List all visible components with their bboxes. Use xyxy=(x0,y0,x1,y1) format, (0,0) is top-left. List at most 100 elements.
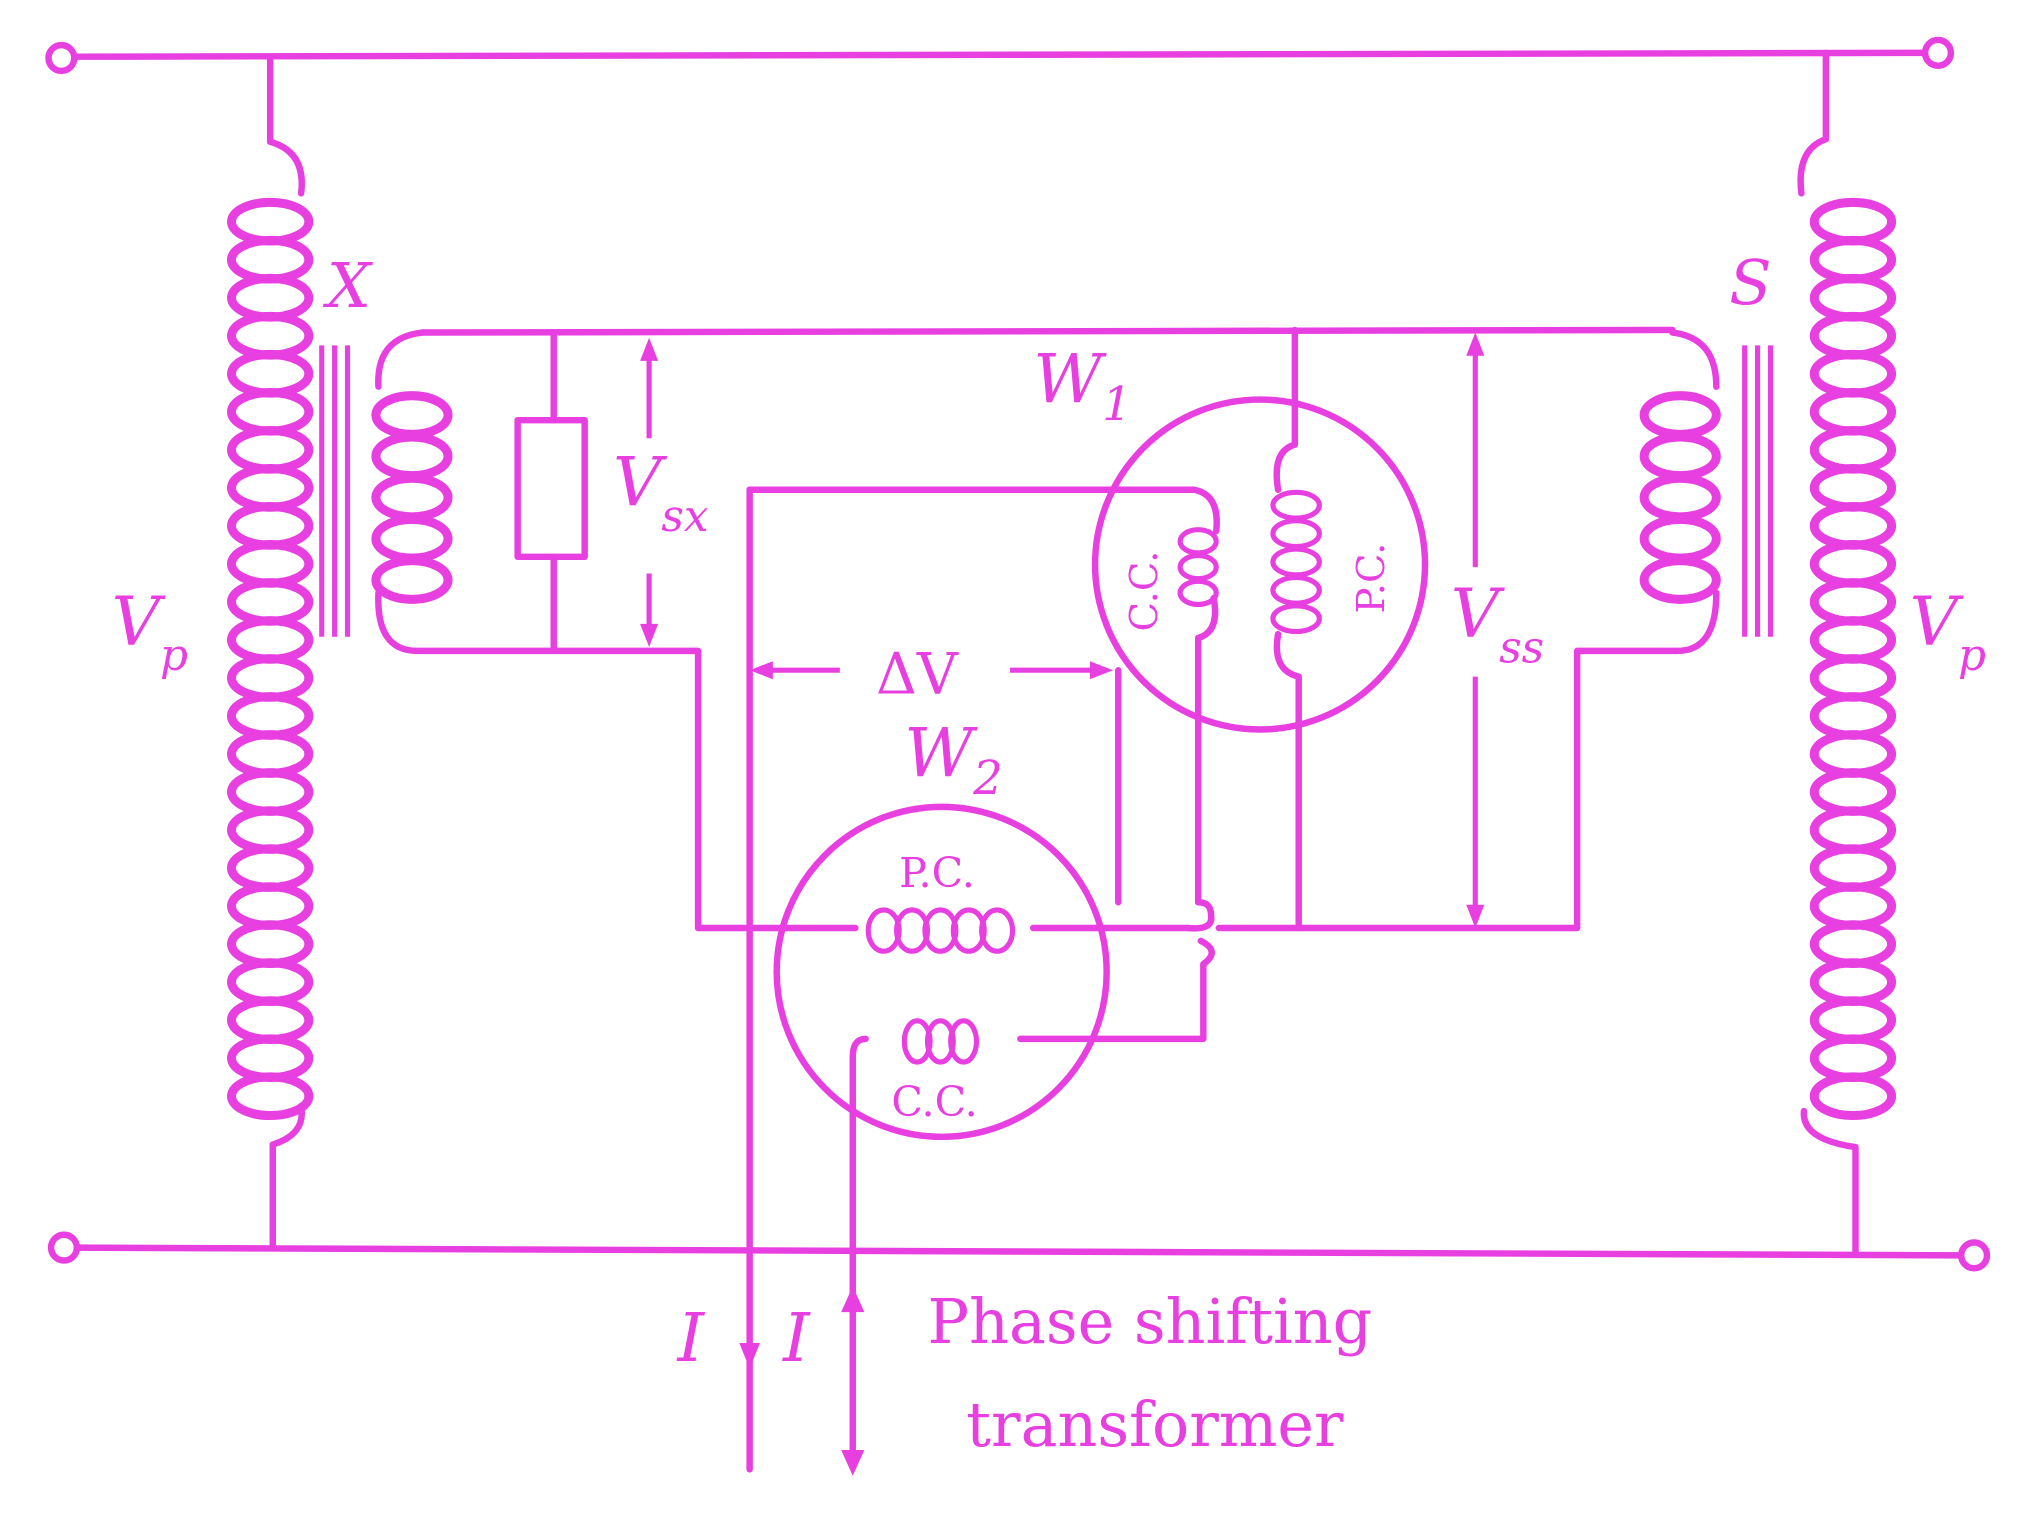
coil-turn xyxy=(1809,578,1897,626)
secondary-coil-s xyxy=(1215,329,1721,932)
coil-turn xyxy=(1639,514,1721,563)
coil-turn xyxy=(1809,464,1897,512)
coil-turn xyxy=(1809,425,1897,474)
coil-turn xyxy=(227,502,314,550)
coil-turn xyxy=(227,349,314,398)
coil-turn xyxy=(227,768,314,816)
coil-turn xyxy=(1809,387,1897,436)
label-x: X xyxy=(323,250,374,322)
coil-turn xyxy=(1809,730,1897,778)
current-lead-left xyxy=(739,486,760,1473)
delta-v-arrow xyxy=(749,661,1122,906)
terminal-top-right xyxy=(1921,36,1955,69)
coil-turn xyxy=(371,391,453,439)
coil-turn xyxy=(1270,574,1322,606)
coil-turn xyxy=(1809,996,1897,1044)
coil-turn xyxy=(1270,518,1322,550)
label-delta-v: ΔV xyxy=(876,641,959,707)
coil-turn xyxy=(1809,273,1897,322)
coil-turn xyxy=(1177,578,1219,608)
label-w2: W2 xyxy=(904,714,1002,805)
coil-turn xyxy=(1270,546,1322,578)
label-w1: W1 xyxy=(1033,340,1131,431)
label-w1-pc: P.C. xyxy=(1349,543,1394,614)
core-x xyxy=(319,345,351,637)
coil-turn xyxy=(1809,311,1897,360)
coil-turn xyxy=(1809,920,1897,968)
coil-turn xyxy=(1639,473,1721,522)
coil-turn xyxy=(227,273,314,322)
coil-turn xyxy=(1177,527,1219,556)
vsx-arrow xyxy=(640,337,659,648)
coil-turn xyxy=(1809,692,1897,740)
coil-turn xyxy=(227,311,314,360)
label-i-left: I xyxy=(675,1299,705,1377)
coil-turn xyxy=(1177,552,1219,582)
bottom-bus xyxy=(73,1244,1965,1259)
secondary-top-wire xyxy=(419,326,1676,336)
coil-turn xyxy=(227,996,314,1044)
coil-turn xyxy=(227,692,314,740)
label-vsx: Vsx xyxy=(613,443,709,542)
core-s xyxy=(1742,345,1774,637)
coil-turn xyxy=(371,473,453,522)
wattmeter-w2 xyxy=(694,803,1215,1293)
coil-turn xyxy=(227,654,314,702)
coil-turn xyxy=(227,844,314,892)
coil-turn xyxy=(227,578,314,626)
coil-turn xyxy=(227,882,314,930)
label-vss: Vss xyxy=(1451,575,1544,674)
coil-turn xyxy=(1809,654,1897,702)
coil-turn xyxy=(1809,197,1897,246)
coil-turn xyxy=(1809,1072,1897,1121)
coil-turn xyxy=(227,730,314,778)
coil-turn xyxy=(1809,1034,1897,1083)
resistor xyxy=(514,329,588,655)
label-w2-cc: C.C. xyxy=(891,1078,977,1126)
label-w2-pc: P.C. xyxy=(899,849,975,897)
wattmeter-w1 xyxy=(746,326,1429,932)
coil-turn xyxy=(371,514,453,563)
top-bus xyxy=(71,49,1929,60)
coil-turn xyxy=(1809,958,1897,1006)
caption-line-1: Phase shifting xyxy=(928,1286,1373,1358)
coil-turn xyxy=(1809,768,1897,816)
coil-turn xyxy=(227,464,314,512)
coil-turn xyxy=(227,1034,314,1083)
coil-turn xyxy=(979,907,1016,954)
label-s: S xyxy=(1729,247,1771,319)
label-i-right: I xyxy=(781,1299,811,1377)
terminal-top-left xyxy=(45,41,78,75)
left-primary-winding xyxy=(227,53,314,1251)
coil-turn xyxy=(1809,882,1897,930)
coil-turn xyxy=(1809,235,1897,284)
coil-turn xyxy=(948,1018,980,1065)
coil-turn xyxy=(1809,540,1897,588)
current-lead-right xyxy=(841,1285,865,1476)
vss-arrow xyxy=(1466,332,1485,928)
label-vp-left: Vp xyxy=(112,582,188,681)
coil-turn xyxy=(227,958,314,1006)
coil-turn xyxy=(1270,489,1322,521)
coil-turn xyxy=(1809,349,1897,398)
coil-turn xyxy=(227,806,314,854)
coil-turn xyxy=(227,920,314,968)
coil-turn xyxy=(227,540,314,588)
label-w1-cc: C.C. xyxy=(1122,551,1167,632)
coil-turn xyxy=(1639,432,1721,481)
coil-turn xyxy=(227,425,314,474)
coil-turn xyxy=(1809,502,1897,550)
terminal-bottom-right xyxy=(1957,1239,1991,1272)
coil-turn xyxy=(227,197,314,246)
coil-turn xyxy=(227,235,314,284)
coil-turn xyxy=(371,432,453,481)
coil-turn xyxy=(1809,616,1897,664)
secondary-coil-x xyxy=(371,329,702,932)
label-vp-right: Vp xyxy=(1910,582,1986,681)
coil-turn xyxy=(1809,844,1897,892)
coil-turn xyxy=(1639,556,1721,604)
coil-turn xyxy=(1639,391,1721,439)
right-primary-winding xyxy=(1797,49,1897,1257)
coil-turn xyxy=(1270,603,1322,635)
